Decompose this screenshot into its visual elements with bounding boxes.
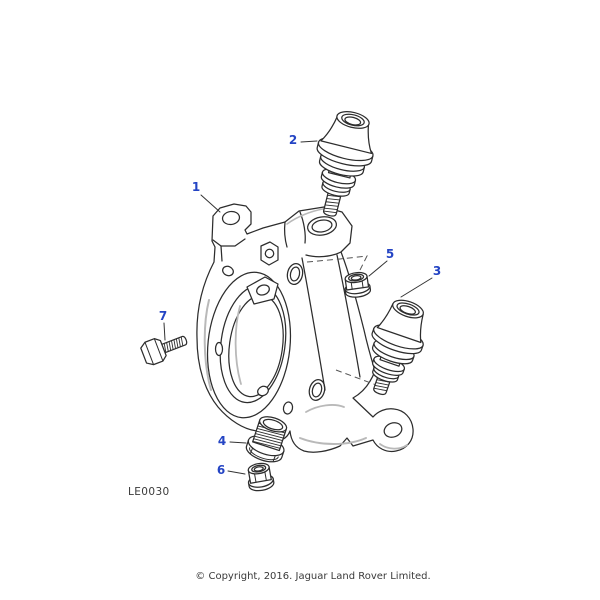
leader-line-2 xyxy=(300,140,318,143)
leader-line-3 xyxy=(400,277,433,298)
leader-line-4 xyxy=(229,441,247,444)
leader-line-7 xyxy=(163,322,166,341)
drawing-code: LE0030 xyxy=(128,486,170,498)
leader-line-6 xyxy=(227,470,246,475)
callout-7: 7 xyxy=(158,309,168,323)
callout-5: 5 xyxy=(385,247,395,261)
hex-bolt-drawing xyxy=(140,335,188,366)
callout-2: 2 xyxy=(288,133,298,147)
stud-nut-drawing xyxy=(344,271,372,298)
lower-ball-joint-drawing xyxy=(371,299,424,396)
callout-1: 1 xyxy=(191,180,201,194)
steering-knuckle-drawing xyxy=(196,203,414,453)
threaded-plug-drawing xyxy=(245,416,288,463)
callout-6: 6 xyxy=(216,463,226,477)
callout-3: 3 xyxy=(432,264,442,278)
leader-line-5 xyxy=(368,260,388,277)
copyright-notice: © Copyright, 2016. Jaguar Land Rover Lim… xyxy=(195,571,431,582)
callout-4: 4 xyxy=(217,434,227,448)
upper-ball-joint-drawing xyxy=(316,111,374,217)
callout-leader-lines xyxy=(163,140,433,475)
leader-line-1 xyxy=(200,194,221,213)
flange-nut-drawing xyxy=(247,462,275,492)
